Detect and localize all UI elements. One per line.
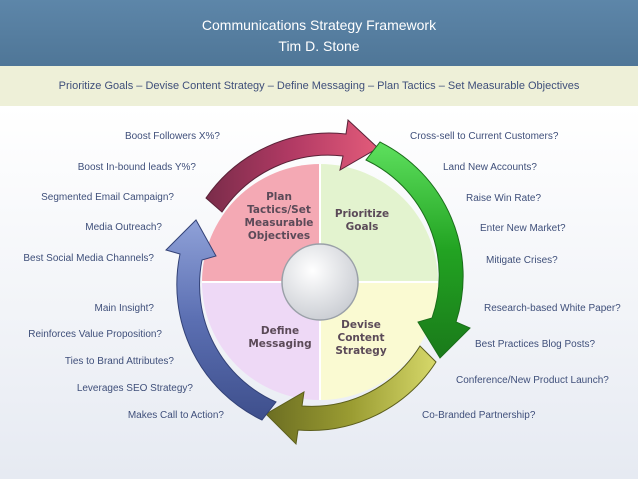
prioritize-line-2: Goals bbox=[346, 221, 379, 233]
label-main-insight: Main Insight? bbox=[94, 303, 154, 314]
label-cross-sell: Cross-sell to Current Customers? bbox=[410, 131, 559, 142]
page-title: Communications Strategy Framework bbox=[201, 17, 437, 33]
arrow-right bbox=[365, 141, 471, 359]
label-enter-new-market: Enter New Market? bbox=[480, 223, 566, 234]
devise-line-2: Content bbox=[337, 332, 384, 344]
plan-line-1: Plan bbox=[266, 191, 292, 203]
header-banner: Communications Strategy Framework Tim D.… bbox=[0, 0, 638, 66]
center-circle bbox=[281, 243, 359, 321]
label-segmented-email: Segmented Email Campaign? bbox=[41, 192, 174, 203]
arrow-left bbox=[165, 219, 277, 421]
label-boost-inbound-leads: Boost In-bound leads Y%? bbox=[77, 162, 196, 173]
cycle-diagram: Plan Tactics/Set Measurable Objectives P… bbox=[165, 118, 471, 446]
label-seo-strategy: Leverages SEO Strategy? bbox=[76, 383, 193, 394]
label-mitigate-crises: Mitigate Crises? bbox=[486, 255, 558, 266]
label-social-media-channels: Best Social Media Channels? bbox=[23, 253, 154, 264]
label-co-branded: Co-Branded Partnership? bbox=[422, 410, 536, 421]
define-line-1: Define bbox=[261, 325, 299, 337]
plan-line-3: Measurable bbox=[245, 217, 314, 229]
define-line-2: Messaging bbox=[248, 338, 311, 350]
label-white-paper: Research-based White Paper? bbox=[484, 303, 621, 314]
devise-line-1: Devise bbox=[341, 319, 381, 331]
label-raise-win-rate: Raise Win Rate? bbox=[466, 193, 542, 204]
prioritize-quadrant bbox=[320, 164, 438, 282]
define-quadrant bbox=[202, 282, 320, 400]
process-steps-bar: Prioritize Goals – Devise Content Strate… bbox=[0, 66, 638, 107]
label-media-outreach: Media Outreach? bbox=[85, 222, 162, 233]
plan-quadrant bbox=[202, 164, 320, 282]
label-conference-launch: Conference/New Product Launch? bbox=[456, 375, 609, 386]
label-blog-posts: Best Practices Blog Posts? bbox=[475, 339, 596, 350]
author-name: Tim D. Stone bbox=[278, 38, 360, 54]
plan-line-4: Objectives bbox=[248, 230, 310, 242]
label-brand-attributes: Ties to Brand Attributes? bbox=[64, 356, 174, 367]
label-boost-followers: Boost Followers X%? bbox=[124, 131, 220, 142]
label-land-new-accounts: Land New Accounts? bbox=[443, 162, 537, 173]
label-value-proposition: Reinforces Value Proposition? bbox=[28, 329, 162, 340]
diagram-canvas: Plan Tactics/Set Measurable Objectives P… bbox=[0, 106, 638, 479]
prioritize-line-1: Prioritize bbox=[335, 208, 389, 220]
devise-line-3: Strategy bbox=[335, 345, 387, 357]
label-call-to-action: Makes Call to Action? bbox=[127, 410, 224, 421]
devise-quadrant bbox=[320, 282, 438, 400]
plan-line-2: Tactics/Set bbox=[247, 204, 311, 216]
